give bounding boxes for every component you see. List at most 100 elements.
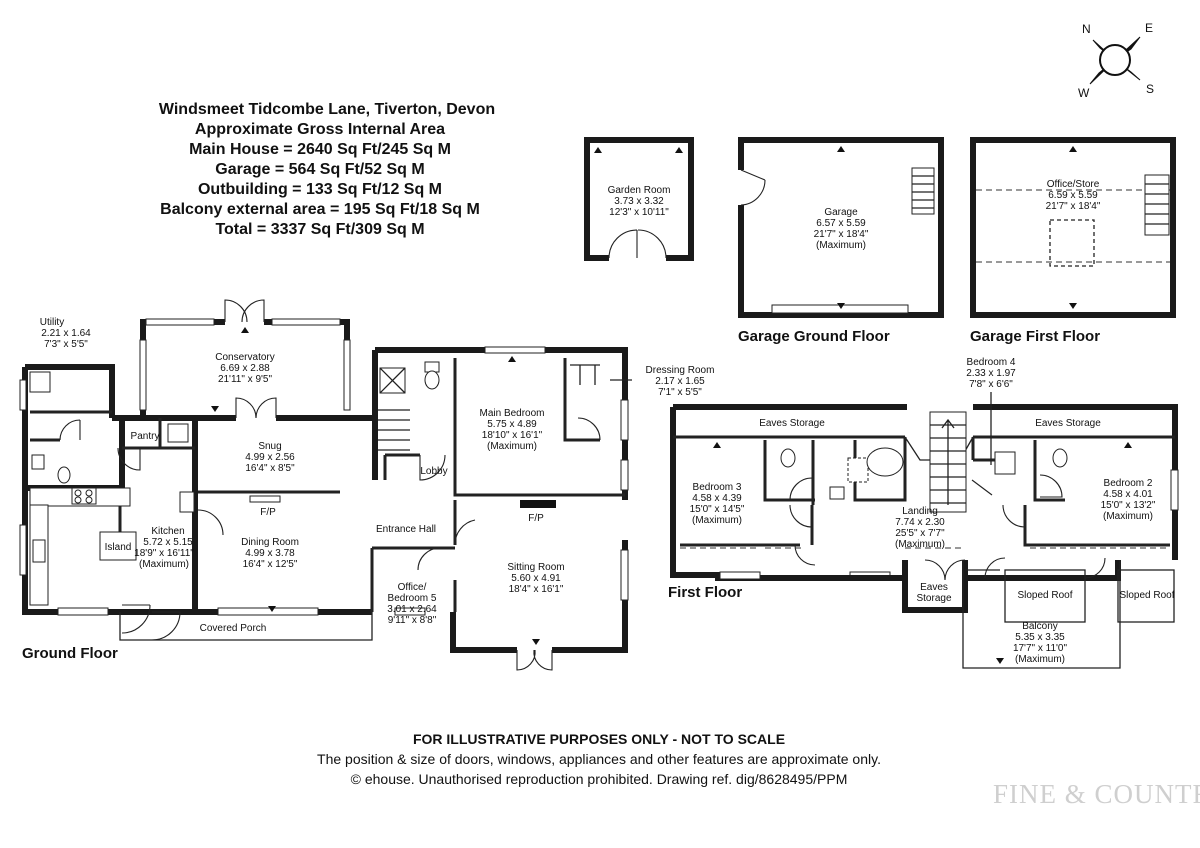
office-store-metric: 6.59 x 5.59 [1048,190,1098,201]
area-line-4: Outbuilding = 133 Sq Ft/12 Sq M [198,181,442,198]
property-title: Windsmeet Tidcombe Lane, Tiverton, Devon [159,101,495,118]
main-bedroom-metric: 5.75 x 4.89 [487,419,537,430]
landing-name: Landing [902,506,938,517]
garage-ground-floor-label: Garage Ground Floor [738,328,890,345]
sitting-fp-label: F/P [528,513,544,524]
garage-name: Garage [824,207,858,218]
plan-footer: FOR ILLUSTRATIVE PURPOSES ONLY - NOT TO … [317,731,881,787]
compass-rose: N E S W [1078,21,1154,100]
eaves-storage-right: Eaves Storage [1035,418,1101,429]
kitchen-name: Kitchen [151,526,184,537]
dressing-room-imperial: 7'1" x 5'5" [658,387,702,398]
office-bedroom5-name2: Bedroom 5 [388,593,437,604]
conservatory-imperial: 21'11" x 9'5" [218,374,273,385]
eaves-storage-small-line2: Storage [916,593,951,604]
first-floor-label: First Floor [668,584,742,601]
entrance-hall-name: Entrance Hall [376,524,436,535]
garden-room-name: Garden Room [608,185,671,196]
utility-name: Utility [40,317,64,328]
garage-imperial: 21'7" x 18'4" [814,229,869,240]
balcony-metric: 5.35 x 3.35 [1015,632,1065,643]
sitting-room-metric: 5.60 x 4.91 [511,573,561,584]
dining-room-metric: 4.99 x 3.78 [245,548,295,559]
office-store-imperial: 21'7" x 18'4" [1046,201,1101,212]
office-bedroom5-metric: 3.01 x 2.64 [387,604,437,615]
conservatory-name: Conservatory [215,352,274,363]
landing-imperial: 25'5" x 7'7" [895,528,945,539]
conservatory-metric: 6.69 x 2.88 [220,363,270,374]
main-bedroom-name: Main Bedroom [479,408,544,419]
ground-floor-plan: Utility 2.21 x 1.64 7'3" x 5'5" Conserva… [19,299,715,671]
dining-room-imperial: 16'4" x 12'5" [243,559,298,570]
balcony-imperial: 17'7" x 11'0" [1013,643,1068,654]
area-line-2: Main House = 2640 Sq Ft/245 Sq M [189,141,451,158]
brand-watermark: FINE & COUNTRY [993,779,1200,809]
snug-imperial: 16'4" x 8'5" [245,463,295,474]
disclaimer-heading: FOR ILLUSTRATIVE PURPOSES ONLY - NOT TO … [413,731,785,747]
island-name: Island [105,542,132,553]
bedroom3-note: (Maximum) [692,515,742,526]
copyright-text: © ehouse. Unauthorised reproduction proh… [351,771,848,787]
measurement-markers [211,146,1132,664]
kitchen-imperial: 18'9" x 16'11" [134,548,194,559]
garage-first-plan: Office/Store 6.59 x 5.59 21'7" x 18'4" G… [970,137,1176,345]
snug-name: Snug [258,441,281,452]
sloped-roof-left: Sloped Roof [1017,590,1072,601]
eaves-storage-left: Eaves Storage [759,418,825,429]
bedroom3-metric: 4.58 x 4.39 [692,493,742,504]
compass-s: S [1146,82,1154,96]
plan-header: Windsmeet Tidcombe Lane, Tiverton, Devon… [159,101,495,238]
dressing-room-name: Dressing Room [646,365,715,376]
bedroom4-imperial: 7'8" x 6'6" [969,379,1013,390]
sloped-roof-right: Sloped Roof [1119,590,1174,601]
garage-note: (Maximum) [816,240,866,251]
garage-first-floor-label: Garage First Floor [970,328,1100,345]
area-line-5: Balcony external area = 195 Sq Ft/18 Sq … [160,201,480,218]
pantry-name: Pantry [131,431,160,442]
landing-note: (Maximum) [895,539,945,550]
sitting-room-imperial: 18'4" x 16'1" [509,584,564,595]
first-floor-plan: Bedroom 4 2.33 x 1.97 7'8" x 6'6" Eaves … [668,357,1179,669]
bedroom4-metric: 2.33 x 1.97 [966,368,1016,379]
utility-metric: 2.21 x 1.64 [41,328,91,339]
office-store-name: Office/Store [1047,179,1100,190]
bedroom2-name: Bedroom 2 [1104,478,1153,489]
bedroom2-note: (Maximum) [1103,511,1153,522]
office-bedroom5-name1: Office/ [398,582,427,593]
garden-room-metric: 3.73 x 3.32 [614,196,664,207]
bedroom4-name: Bedroom 4 [967,357,1016,368]
compass-e: E [1145,21,1153,35]
balcony-note: (Maximum) [1015,654,1065,665]
utility-imperial: 7'3" x 5'5" [44,339,88,350]
area-line-3: Garage = 564 Sq Ft/52 Sq M [215,161,424,178]
disclaimer-text: The position & size of doors, windows, a… [317,751,881,767]
compass-n: N [1082,22,1091,36]
bedroom2-metric: 4.58 x 4.01 [1103,489,1153,500]
bedroom3-name: Bedroom 3 [693,482,742,493]
dining-fp-label: F/P [260,507,276,518]
dining-room-name: Dining Room [241,537,299,548]
area-line-1: Approximate Gross Internal Area [195,121,445,138]
garden-room-plan: Garden Room 3.73 x 3.32 12'3" x 10'11" [584,137,694,261]
kitchen-note: (Maximum) [139,559,189,570]
sitting-room-name: Sitting Room [507,562,564,573]
ground-floor-label: Ground Floor [22,645,118,662]
balcony-name: Balcony [1022,621,1058,632]
dressing-room-metric: 2.17 x 1.65 [655,376,705,387]
eaves-storage-small-line1: Eaves [920,582,948,593]
bedroom2-imperial: 15'0" x 13'2" [1101,500,1156,511]
main-bedroom-imperial: 18'10" x 16'1" [482,430,543,441]
garden-room-imperial: 12'3" x 10'11" [609,207,669,218]
bedroom3-imperial: 15'0" x 14'5" [690,504,745,515]
area-line-6: Total = 3337 Sq Ft/309 Sq M [215,221,424,238]
covered-porch-name: Covered Porch [200,623,267,634]
garage-ground-plan: Garage 6.57 x 5.59 21'7" x 18'4" (Maximu… [738,137,944,345]
compass-w: W [1078,86,1090,100]
lobby-name: Lobby [420,466,447,477]
main-bedroom-note: (Maximum) [487,441,537,452]
landing-metric: 7.74 x 2.30 [895,517,945,528]
office-bedroom5-imperial: 9'11" x 8'8" [388,615,437,626]
kitchen-metric: 5.72 x 5.15 [143,537,193,548]
snug-metric: 4.99 x 2.56 [245,452,295,463]
